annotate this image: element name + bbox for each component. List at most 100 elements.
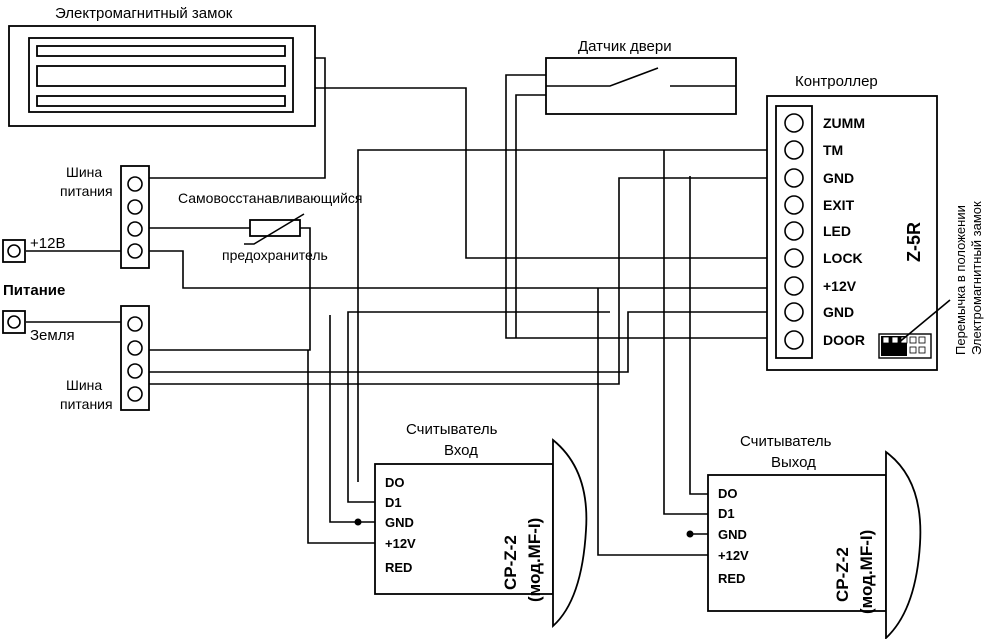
reader-in-model-line1: CP-Z-2: [501, 535, 520, 590]
controller-terminals: [784, 113, 804, 350]
terminal: [127, 221, 143, 237]
wire-in-12v: [307, 350, 375, 544]
reader-output: Считыватель Выход DO D1 GND +12V RED CP-…: [707, 433, 922, 639]
reader-out-antenna: [885, 450, 922, 639]
wire-gnd-top: [149, 177, 785, 385]
reader-out-title-line2: Выход: [771, 454, 816, 471]
controller-title: Контроллер: [795, 73, 878, 90]
reader-in-pin: D1: [385, 495, 402, 510]
reader-input: Считыватель Вход DO D1 GND +12V RED CP-Z…: [374, 421, 588, 629]
fuse-symbol: [244, 213, 305, 245]
reader-in-model-line2: (мод.MF-I): [525, 518, 544, 602]
power-plus-label: +12В: [30, 235, 65, 252]
power-bus-bottom: Шина питания: [60, 305, 150, 412]
wires: [26, 57, 785, 556]
lock-plate: [36, 65, 286, 87]
resettable-fuse: Самовосстанавливающийся предохранитель: [178, 190, 363, 263]
reader-out-pin: +12V: [718, 548, 749, 563]
wire-out-d1: [663, 150, 708, 515]
terminal: [784, 221, 804, 241]
reader-out-pin: GND: [718, 527, 747, 542]
reader-in-body: [374, 463, 554, 595]
bus-bottom-label-line1: Шина: [66, 377, 102, 393]
terminal: [127, 363, 143, 379]
terminal: [784, 302, 804, 322]
fuse-label-top: Самовосстанавливающийся: [178, 190, 363, 206]
reader-in-pin: DO: [385, 475, 405, 490]
controller-model: Z-5R: [904, 222, 924, 262]
power-title: Питание: [3, 282, 65, 299]
wire-fuse-12v: [149, 227, 311, 351]
pin-label: GND: [823, 304, 854, 320]
lock-title: Электромагнитный замок: [55, 5, 233, 22]
junction-dot: [354, 518, 362, 526]
terminal: [784, 140, 804, 160]
electromagnetic-lock: Электромагнитный замок: [8, 5, 316, 127]
junction-dot: [686, 530, 694, 538]
wire-door-door: [515, 94, 546, 338]
bus-top-label-line1: Шина: [66, 164, 102, 180]
terminal: [127, 176, 143, 192]
bus-top-label-line2: питания: [60, 183, 113, 199]
terminal: [784, 276, 804, 296]
pin-label: DOOR: [823, 332, 865, 348]
jumper-note-line1: Перемычка в положении: [953, 205, 968, 355]
terminal: [127, 340, 143, 356]
wire-gnd-bottom: [149, 311, 785, 373]
terminal: [784, 113, 804, 133]
reader-out-model-line1: CP-Z-2: [833, 547, 852, 602]
wire-out-12v: [597, 288, 708, 556]
terminal: [784, 195, 804, 215]
fuse-body: [249, 219, 301, 237]
pin-label: GND: [823, 170, 854, 186]
jumper-note-line2: Электромагнитный замок: [969, 201, 984, 355]
wire-in-gnd: [329, 315, 375, 523]
reader-out-pin: DO: [718, 486, 738, 501]
reader-in-pin: +12V: [385, 536, 416, 551]
pin-label: EXIT: [823, 197, 855, 213]
terminal: [784, 330, 804, 350]
lock-plate: [36, 45, 286, 57]
reader-out-pin: RED: [718, 571, 745, 586]
power-input: +12В Питание Земля: [2, 235, 75, 344]
lock-plate: [36, 95, 286, 107]
reader-out-model-line2: (мод.MF-I): [857, 530, 876, 614]
terminal: [127, 243, 143, 259]
door-sensor: Датчик двери: [545, 38, 737, 115]
terminal: [784, 168, 804, 188]
controller-pin-labels: ZUMM TM GND EXIT LED LOCK +12V GND DOOR: [823, 115, 865, 348]
terminal: [7, 244, 21, 258]
pin-label: LOCK: [823, 250, 863, 266]
terminal: [7, 315, 21, 329]
terminal: [127, 386, 143, 402]
terminal: [784, 248, 804, 268]
wire-lock-lock: [315, 87, 785, 259]
door-sensor-title: Датчик двери: [578, 38, 672, 55]
reader-out-pin: D1: [718, 506, 735, 521]
pin-label: LED: [823, 223, 851, 239]
controller: Контроллер ZUMM TM GND EXIT LED LOCK +12…: [766, 73, 951, 371]
wire-12v: [149, 250, 785, 289]
pin-label: +12V: [823, 278, 857, 294]
reader-out-body: [707, 474, 887, 612]
pin-label: TM: [823, 142, 843, 158]
reader-in-title-line1: Считыватель: [406, 421, 498, 438]
fuse-label-bottom: предохранитель: [222, 247, 328, 263]
pin-label: ZUMM: [823, 115, 865, 131]
power-bus-top: Шина питания: [60, 164, 150, 269]
reader-in-title-line2: Вход: [444, 442, 478, 459]
terminal: [127, 199, 143, 215]
bus-bottom-label-line2: питания: [60, 396, 113, 412]
power-ground-label: Земля: [30, 327, 75, 344]
reader-out-title-line1: Считыватель: [740, 433, 832, 450]
wire-in-d1: [347, 311, 610, 503]
reader-in-antenna: [552, 438, 588, 629]
wire-door-gnd: [505, 74, 785, 339]
reader-in-pin: GND: [385, 515, 414, 530]
wire-out-do: [689, 176, 708, 495]
jumper-pointer: [896, 299, 951, 345]
sensor-switch: [546, 67, 659, 87]
wire-lock-bus: [149, 57, 326, 179]
reader-in-pin: RED: [385, 560, 412, 575]
